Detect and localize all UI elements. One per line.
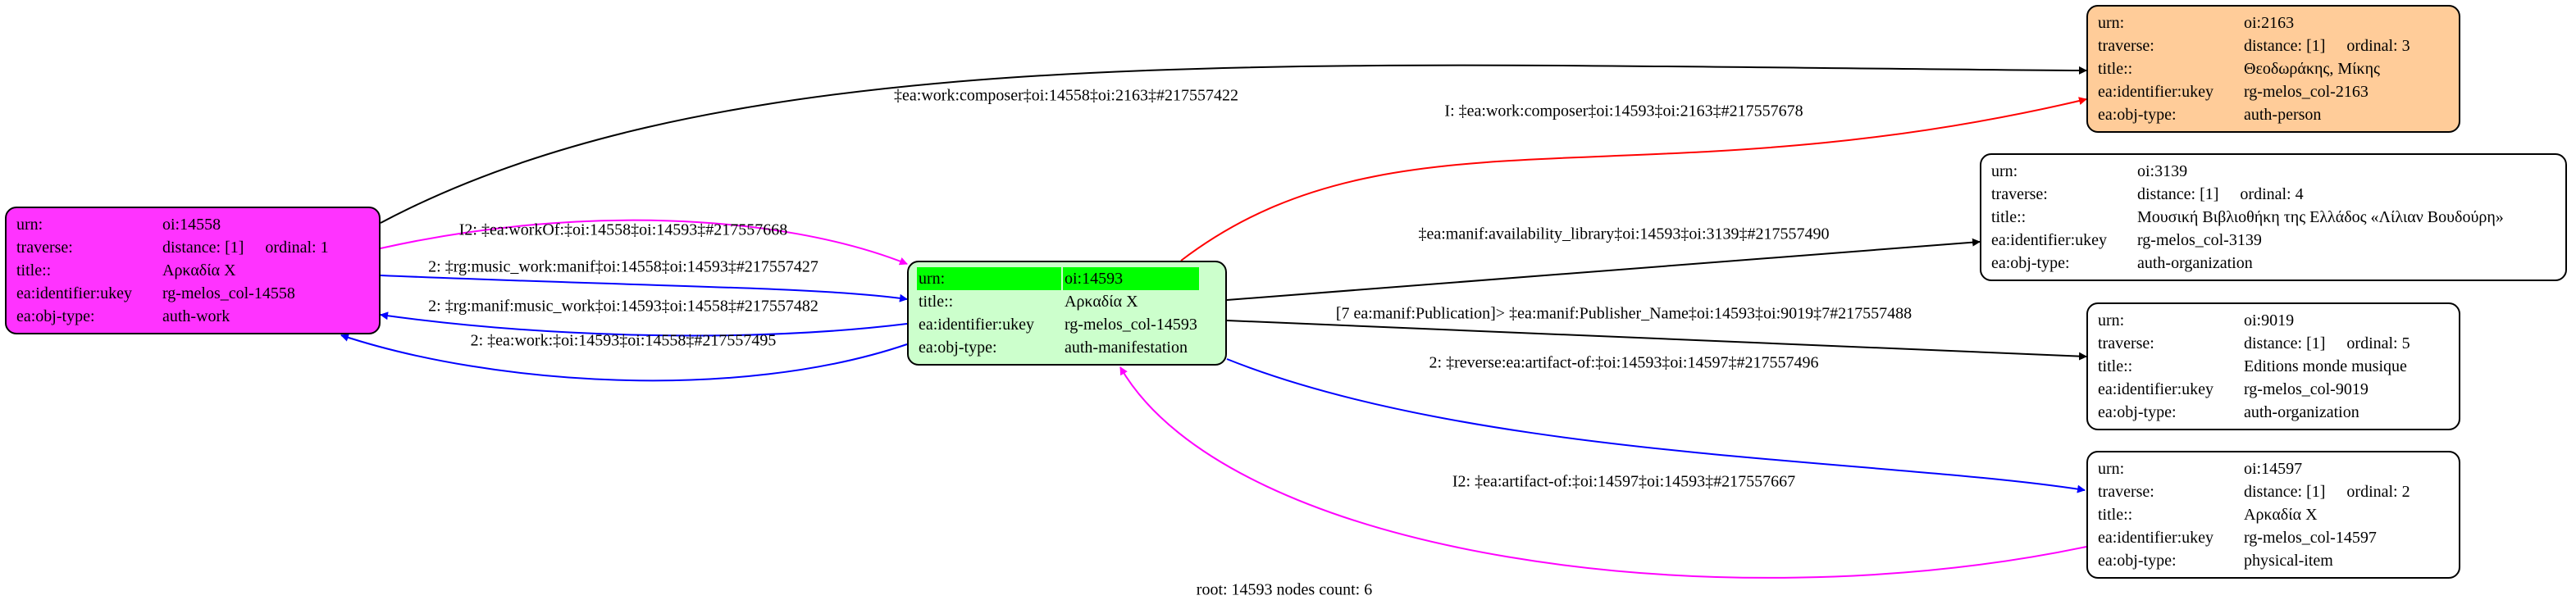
key: title::	[16, 261, 52, 280]
root-highlight-row: urn:oi:14593	[917, 267, 1199, 290]
ordinal: ordinal: 5	[2346, 334, 2410, 352]
type-value: auth-manifestation	[1065, 339, 1188, 357]
key: ea:obj-type:	[919, 339, 997, 357]
key: ea:identifier:ukey	[16, 284, 133, 302]
urn-value: oi:2163	[2244, 14, 2295, 32]
edge-reverse-artifact	[1226, 358, 2086, 493]
ordinal: ordinal: 2	[2346, 483, 2410, 501]
edge-label: 2: ‡reverse:ea:artifact-of:‡oi:14593‡oi:…	[1429, 353, 1819, 372]
edge-label: I: ‡ea:work:composer‡oi:14593‡oi:2163‡#2…	[1444, 102, 1803, 120]
identifier-value: rg-melos_col-14593	[1065, 316, 1197, 334]
key: traverse:	[16, 239, 73, 257]
key: ea:obj-type:	[2098, 106, 2177, 124]
urn-value: oi:9019	[2244, 311, 2295, 330]
key: urn:	[2098, 311, 2125, 330]
distance: distance: [1]	[2137, 185, 2219, 203]
identifier-value: rg-melos_col-2163	[2244, 83, 2369, 101]
edge-music-work-manif	[380, 275, 908, 302]
graph-footer: root: 14593 nodes count: 6	[1196, 580, 1373, 599]
ordinal: ordinal: 4	[2240, 185, 2304, 203]
distance: distance: [1]	[2244, 483, 2326, 501]
edge-composer-14593	[1180, 97, 2087, 261]
key: urn:	[2098, 14, 2125, 32]
key: title::	[1991, 208, 2027, 226]
key: ea:obj-type:	[1991, 254, 2070, 272]
edge-label: [7 ea:manif:Publication]> ‡ea:manif:Publ…	[1335, 304, 1913, 323]
key: title::	[2098, 60, 2133, 78]
ordinal: ordinal: 3	[2346, 37, 2410, 55]
type-value: auth-organization	[2137, 254, 2253, 272]
key: urn:	[2098, 460, 2125, 478]
identifier-value: rg-melos_col-9019	[2244, 380, 2369, 398]
key: ea:identifier:ukey	[2098, 529, 2214, 547]
node-9019[interactable]: urn: oi:9019 traverse: distance: [1] ordina…	[2086, 302, 2460, 430]
edge-label: 2: ‡rg:manif:music_work‡oi:14593‡oi:1455…	[428, 297, 818, 316]
edge-work	[340, 334, 908, 382]
distance: distance: [1]	[2244, 37, 2326, 55]
title-value: Αρκαδία Χ	[1065, 293, 1138, 311]
key: ea:identifier:ukey	[1991, 231, 2108, 249]
urn-value: oi:14593	[1063, 267, 1199, 290]
edge-label: I2: ‡ea:artifact-of:‡oi:14597‡oi:14593‡#…	[1452, 472, 1796, 491]
key: title::	[2098, 357, 2133, 375]
key: ea:obj-type:	[2098, 403, 2177, 421]
edge-workof	[380, 219, 908, 266]
title-value: Μουσική Βιβλιοθήκη της Ελλάδος «Λίλιαν Β…	[2137, 208, 2504, 226]
type-value: auth-work	[162, 307, 230, 325]
node-14593-root[interactable]: urn:oi:14593 title::Αρκαδία Χ ea:identif…	[907, 261, 1227, 366]
key: ea:identifier:ukey	[919, 316, 1035, 334]
identifier-value: rg-melos_col-3139	[2137, 231, 2262, 249]
title-value: Editions monde musique	[2244, 357, 2407, 375]
type-value: auth-organization	[2244, 403, 2359, 421]
urn-value: oi:3139	[2137, 162, 2188, 180]
edge-artifact-of	[1119, 366, 2087, 579]
key: traverse:	[2098, 37, 2154, 55]
node-14558[interactable]: urn: oi:14558 traverse: distance: [1] ordin…	[5, 207, 381, 334]
key: urn:	[16, 216, 43, 234]
key: traverse:	[2098, 483, 2154, 501]
identifier-value: rg-melos_col-14558	[162, 284, 295, 302]
key: ea:identifier:ukey	[2098, 83, 2214, 101]
key: traverse:	[2098, 334, 2154, 352]
edge-availability-library	[1226, 238, 1981, 301]
edge-publisher	[1226, 320, 2087, 361]
key: traverse:	[1991, 185, 2048, 203]
edge-label: I2: ‡ea:workOf:‡oi:14558‡oi:14593‡#21755…	[458, 220, 788, 239]
edge-composer-14558	[380, 64, 2087, 224]
title-value: Αρκαδία Χ	[162, 261, 236, 280]
urn-value: oi:14558	[162, 216, 221, 234]
key: urn:	[1991, 162, 2018, 180]
node-2163[interactable]: urn: oi:2163 traverse: distance: [1] ordina…	[2086, 5, 2460, 133]
key: title::	[2098, 506, 2133, 524]
type-value: auth-person	[2244, 106, 2322, 124]
title-value: Αρκαδία Χ	[2244, 506, 2318, 524]
distance: distance: [1]	[162, 239, 244, 257]
edge-label: ‡ea:work:composer‡oi:14558‡oi:2163‡#2175…	[894, 86, 1238, 105]
ordinal: ordinal: 1	[265, 239, 329, 257]
key: ea:identifier:ukey	[2098, 380, 2214, 398]
edge-label: ‡ea:manif:availability_library‡oi:14593‡…	[1418, 225, 1830, 243]
node-3139[interactable]: urn: oi:3139 traverse: distance: [1] ordina…	[1980, 153, 2567, 281]
key: urn:	[917, 267, 1061, 290]
title-value: Θεοδωράκης, Μίκης	[2244, 60, 2380, 78]
identifier-value: rg-melos_col-14597	[2244, 529, 2377, 547]
edge-manif-music-work	[380, 311, 908, 337]
key: ea:obj-type:	[2098, 552, 2177, 570]
edge-label: 2: ‡ea:work:‡oi:14593‡oi:14558‡#21755749…	[470, 331, 777, 350]
urn-value: oi:14597	[2244, 460, 2303, 478]
distance: distance: [1]	[2244, 334, 2326, 352]
edge-label: 2: ‡rg:music_work:manif‡oi:14558‡oi:1459…	[428, 257, 818, 276]
node-14597[interactable]: urn: oi:14597 traverse: distance: [1] ordin…	[2086, 451, 2460, 579]
type-value: physical-item	[2244, 552, 2333, 570]
key: ea:obj-type:	[16, 307, 95, 325]
key: title::	[919, 293, 954, 311]
